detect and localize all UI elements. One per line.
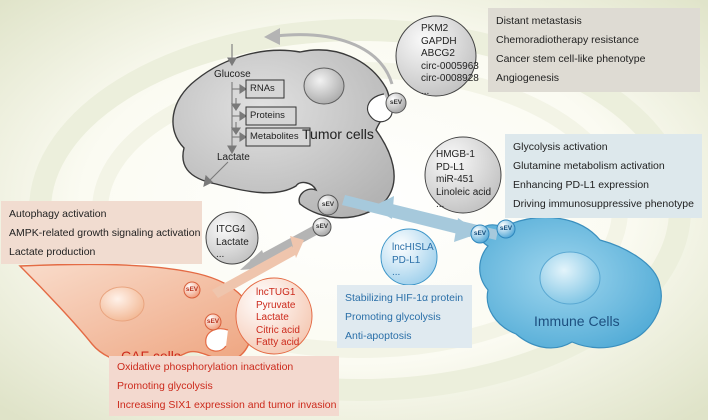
- effect-item: Promoting glycolysis: [117, 380, 213, 392]
- glycolysis-pathway-arrows: [203, 44, 247, 187]
- sev-label-tumor-free: sEV: [315, 223, 329, 230]
- cargo-item: circ-0008928: [421, 73, 479, 84]
- effect-item: Glutamine metabolism activation: [513, 160, 665, 172]
- cargo-item: circ-0005963: [421, 60, 479, 72]
- cargo-list-tumor-immune: HMGB-1 PD-L1 miR-451 Linoleic acid ...: [436, 149, 491, 212]
- cargo-item: Fatty acid: [256, 337, 300, 348]
- effect-item: Driving immunosuppressive phenotype: [513, 198, 694, 210]
- cargo-item: Pyruvate: [256, 299, 296, 311]
- rnas-box: [245, 79, 285, 99]
- sev-vesicle-immune-b: [496, 219, 516, 239]
- cargo-item: PD-L1: [436, 161, 465, 173]
- effect-item: AMPK-related growth signaling activation: [9, 227, 201, 239]
- tumor-nucleus: [303, 67, 345, 105]
- effect-item: Anti-apoptosis: [345, 330, 412, 342]
- cargo-item: GAPDH: [421, 35, 457, 47]
- arrow-immune-to-tumor: [386, 203, 498, 240]
- cargo-item: lncTUG1: [256, 287, 296, 298]
- sev-vesicle-tumor-top: [385, 92, 407, 114]
- cargo-item: PD-L1: [392, 254, 421, 266]
- cargo-item: ...: [436, 199, 445, 210]
- cargo-list-caf: lncTUG1 Pyruvate Lactate Citric acid Fat…: [256, 287, 300, 362]
- cargo-item: ABCG2: [421, 48, 455, 59]
- cargo-item: ...: [392, 267, 401, 278]
- arrow-caf-to-tumor-head: [290, 236, 304, 258]
- arrow-caf-to-tumor: [212, 246, 297, 298]
- effect-item: Oxidative phosphorylation inactivation: [117, 361, 294, 373]
- effect-item: Cancer stem cell-like phenotype: [496, 53, 646, 65]
- cargo-bubble-caf: [235, 277, 313, 355]
- proteins-label: Proteins: [250, 110, 285, 121]
- effect-item: Lactate production: [9, 246, 96, 258]
- cargo-item: ITCG4: [216, 224, 246, 235]
- caf-cell-notch: [205, 328, 229, 352]
- immune-cells-label: Immune Cells: [534, 313, 620, 329]
- sev-label-immune-b: sEV: [499, 225, 513, 232]
- cargo-list-tumor-top: PKM2 GAPDH ABCG2 circ-0005963 circ-00089…: [421, 23, 479, 98]
- effect-item: Autophagy activation: [9, 208, 107, 220]
- effects-box-metastasis: Distant metastasis Chemoradiotherapy res…: [488, 8, 700, 92]
- cargo-item: Lactate: [216, 236, 249, 248]
- cargo-item: lncHISLA: [392, 242, 434, 253]
- sev-label-caf-b: sEV: [206, 318, 220, 325]
- sev-label-immune-a: sEV: [473, 230, 487, 237]
- effects-box-caf-top: Autophagy activation AMPK-related growth…: [1, 201, 202, 264]
- sev-label-tumor-bottom: sEV: [321, 201, 335, 208]
- rnas-label: RNAs: [250, 83, 275, 94]
- effect-item: Angiogenesis: [496, 72, 560, 84]
- arrow-tumor-to-caf: [250, 222, 326, 268]
- cargo-item: ...: [216, 249, 225, 260]
- effect-item: Promoting glycolysis: [345, 311, 441, 323]
- effect-item: Glycolysis activation: [513, 141, 608, 153]
- effects-box-caf-bottom: Oxidative phosphorylation inactivation P…: [109, 356, 339, 416]
- sev-vesicle-tumor-bottom: [317, 194, 339, 216]
- cargo-item: ...: [421, 85, 430, 97]
- cargo-bubble-tumor-immune: [424, 136, 502, 214]
- caf-nucleus: [99, 286, 145, 322]
- proteins-box: [245, 106, 297, 126]
- tumor-cells-label: Tumor cells: [302, 126, 374, 142]
- arrow-immune-to-tumor-head: [372, 196, 394, 219]
- effect-item: Increasing SIX1 expression and tumor inv…: [117, 399, 337, 411]
- arrow-tumor-to-distant-head: [264, 28, 280, 45]
- cargo-item: PKM2: [421, 23, 449, 34]
- cargo-item: miR-451: [436, 174, 474, 185]
- cargo-item: Lactate: [256, 312, 289, 323]
- arrow-tumor-to-distant: [275, 33, 394, 85]
- immune-nucleus: [539, 251, 601, 305]
- cargo-item: ...: [256, 349, 265, 361]
- sev-vesicle-tumor-free: [312, 217, 332, 237]
- effects-box-tumor: Stabilizing HIF-1α protein Promoting gly…: [337, 285, 472, 348]
- effect-item: Stabilizing HIF-1α protein: [345, 292, 464, 304]
- cargo-bubble-tumor-top: [395, 15, 477, 97]
- sev-vesicle-caf-b: [204, 313, 222, 331]
- sev-vesicle-caf-a: [183, 281, 201, 299]
- cargo-item: HMGB-1: [436, 149, 475, 160]
- cargo-list-immune: lncHISLA PD-L1 ...: [392, 242, 434, 280]
- effects-box-immune: Glycolysis activation Glutamine metaboli…: [505, 134, 702, 218]
- cargo-item: Citric acid: [256, 324, 300, 336]
- cargo-list-tumor-caf: ITCG4 Lactate ...: [216, 224, 249, 262]
- sev-vesicle-immune-a: [470, 224, 490, 244]
- glucose-label: Glucose: [214, 69, 251, 80]
- lactate-label: Lactate: [217, 152, 250, 163]
- sev-label-caf-a: sEV: [185, 286, 199, 293]
- effect-item: Enhancing PD-L1 expression: [513, 179, 649, 191]
- metabolites-label: Metabolites: [250, 131, 299, 142]
- effect-item: Distant metastasis: [496, 15, 582, 27]
- cargo-bubble-tumor-caf: [205, 211, 259, 265]
- sev-label-tumor-top: sEV: [389, 99, 403, 106]
- cargo-item: Linoleic acid: [436, 186, 492, 198]
- metabolites-box: [245, 127, 311, 147]
- effect-item: Chemoradiotherapy resistance: [496, 34, 639, 46]
